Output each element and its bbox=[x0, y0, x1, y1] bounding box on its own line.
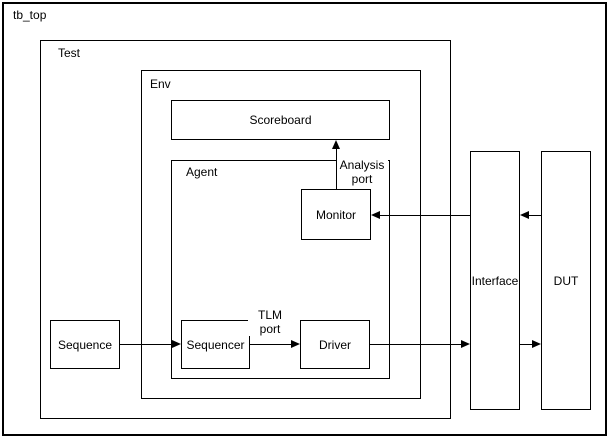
scoreboard-label: Scoreboard bbox=[249, 113, 312, 127]
tb-top-label: tb_top bbox=[13, 8, 47, 22]
tlm-port-label-line2: port bbox=[259, 322, 281, 336]
arrowhead-dut-to-interface bbox=[520, 211, 529, 219]
arrow-interface-to-monitor bbox=[379, 215, 470, 216]
driver-block: Driver bbox=[300, 320, 370, 369]
sequencer-label: Sequencer bbox=[186, 337, 245, 352]
interface-label: Interface bbox=[471, 273, 519, 288]
monitor-block: Monitor bbox=[301, 189, 371, 240]
dut-label: DUT bbox=[553, 273, 579, 288]
analysis-port-label: Analysis port bbox=[336, 158, 388, 186]
tb-top-container-box bbox=[2, 2, 607, 436]
analysis-port-label-line2: port bbox=[351, 172, 373, 186]
arrowhead-interface-to-dut bbox=[532, 340, 541, 348]
env-label: Env bbox=[150, 77, 171, 91]
sequence-block: Sequence bbox=[50, 320, 120, 369]
arrow-driver-to-interface bbox=[370, 344, 462, 345]
arrowhead-interface-to-monitor bbox=[371, 211, 380, 219]
sequence-label: Sequence bbox=[57, 337, 113, 352]
env-container-box bbox=[141, 70, 421, 399]
arrow-dut-to-interface bbox=[529, 215, 541, 216]
dut-block: DUT bbox=[541, 151, 591, 410]
interface-block: Interface bbox=[470, 151, 520, 410]
test-container-box bbox=[40, 40, 451, 419]
monitor-label: Monitor bbox=[315, 207, 356, 222]
arrow-monitor-to-scoreboard bbox=[336, 148, 337, 189]
arrowhead-monitor-to-scoreboard bbox=[332, 140, 340, 149]
arrowhead-sequencer-to-driver bbox=[291, 340, 300, 348]
arrow-interface-to-dut bbox=[520, 344, 533, 345]
arrowhead-sequence-to-sequencer bbox=[172, 340, 181, 348]
agent-container-box bbox=[171, 160, 390, 379]
scoreboard-block: Scoreboard bbox=[171, 100, 390, 140]
analysis-port-label-line1: Analysis bbox=[339, 158, 385, 172]
arrowhead-driver-to-interface bbox=[461, 340, 470, 348]
arrow-sequence-to-sequencer bbox=[120, 344, 173, 345]
test-label: Test bbox=[58, 46, 81, 60]
tlm-port-label: TLM port bbox=[248, 308, 292, 336]
agent-label: Agent bbox=[186, 165, 218, 179]
tlm-port-label-line1: TLM bbox=[258, 308, 282, 322]
arrow-sequencer-to-driver bbox=[250, 344, 292, 345]
driver-label: Driver bbox=[319, 337, 351, 352]
sequencer-block: Sequencer bbox=[181, 320, 250, 369]
